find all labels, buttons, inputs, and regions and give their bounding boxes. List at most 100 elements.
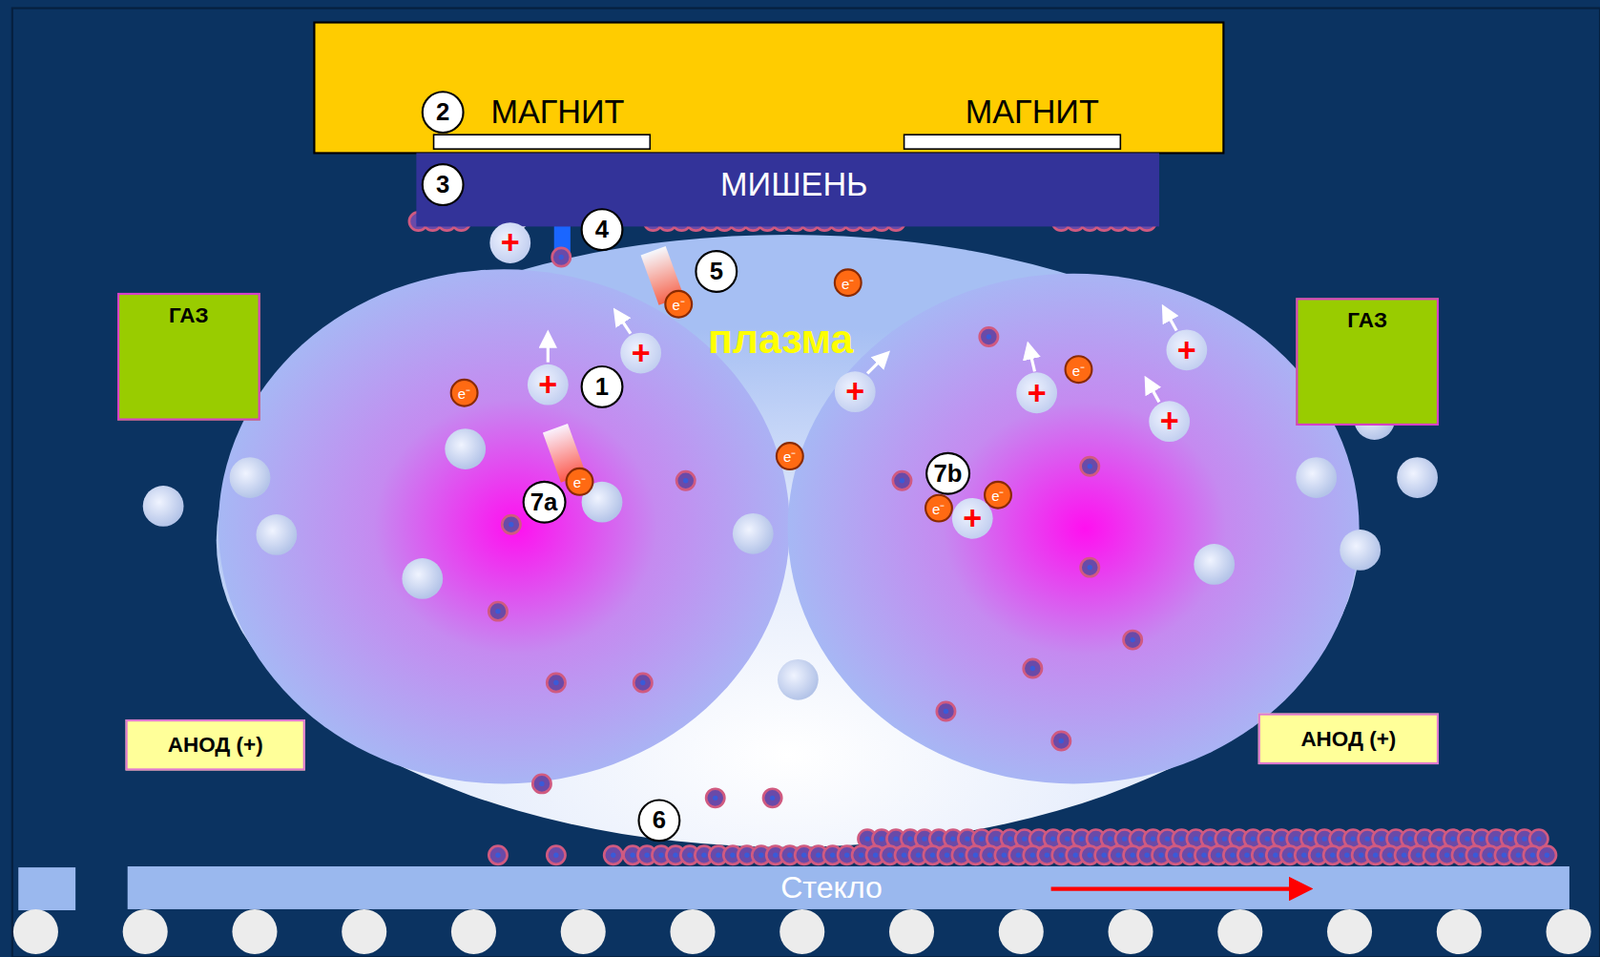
- roller: [889, 909, 935, 955]
- atom-core: [1544, 852, 1550, 858]
- node-text: МАГНИТ: [938, 89, 1126, 135]
- atom-core: [1372, 852, 1378, 858]
- node-text: ГАЗ: [1297, 299, 1436, 333]
- roller: [123, 909, 168, 955]
- roller: [13, 909, 59, 955]
- atom-core: [1458, 852, 1464, 858]
- atom-core: [964, 835, 970, 841]
- atom-core: [1450, 835, 1455, 841]
- atom-core: [1036, 835, 1041, 841]
- atom-core: [978, 835, 984, 841]
- atom-core: [1336, 835, 1342, 841]
- atom-core: [1430, 852, 1435, 858]
- atom: [706, 789, 725, 808]
- atom-core: [1059, 852, 1064, 858]
- atom-core: [1530, 852, 1536, 858]
- gas-inlet: ГАЗ: [117, 292, 261, 421]
- ion: +: [1148, 400, 1190, 442]
- atom: [488, 846, 507, 865]
- atom-core: [495, 852, 500, 858]
- gas-atom: [444, 428, 486, 470]
- atom-core: [1464, 835, 1470, 841]
- atom-core: [769, 795, 775, 801]
- ion: +: [620, 332, 662, 375]
- atom-core: [553, 680, 559, 686]
- atom-core: [1501, 852, 1507, 858]
- atom-core: [950, 835, 956, 841]
- electron: e⁻: [924, 494, 954, 523]
- atom-core: [935, 835, 941, 841]
- atom-core: [787, 852, 792, 858]
- atom-core: [1150, 835, 1156, 841]
- atom-core: [1272, 852, 1278, 858]
- atom-core: [1073, 852, 1079, 858]
- electron: e⁻: [775, 441, 805, 471]
- atom-core: [1087, 463, 1093, 469]
- atom-core: [1129, 852, 1135, 858]
- atom: [936, 702, 956, 721]
- atom-core: [1030, 852, 1036, 858]
- atom-core: [1507, 835, 1513, 841]
- atom: [552, 248, 571, 267]
- atom-core: [993, 835, 998, 841]
- atom-core: [1107, 835, 1113, 841]
- atom-core: [1158, 852, 1164, 858]
- atom-core: [1122, 835, 1127, 841]
- atom-core: [1044, 852, 1050, 858]
- atom-core: [1021, 835, 1027, 841]
- atom-core: [1378, 835, 1384, 841]
- atom-core: [1258, 852, 1264, 858]
- atom-core: [686, 852, 692, 858]
- roller: [669, 909, 715, 955]
- roller: [1107, 909, 1153, 955]
- anode-box: АНОД (+): [1258, 713, 1439, 765]
- atom: [532, 774, 551, 793]
- ion: +: [952, 498, 994, 540]
- atom-core: [1350, 835, 1356, 841]
- atom-core: [944, 852, 950, 858]
- atom-core: [644, 852, 649, 858]
- roller: [561, 909, 606, 955]
- atom-core: [1315, 852, 1321, 858]
- atom-core: [1050, 835, 1056, 841]
- atom-core: [1087, 852, 1093, 858]
- atom-core: [943, 708, 949, 714]
- atom-core: [1093, 835, 1099, 841]
- glass-substrate: Стекло: [127, 866, 1579, 910]
- node-text: МАГНИТ: [464, 89, 652, 135]
- atom-core: [1136, 835, 1142, 841]
- atom-core: [629, 852, 635, 858]
- atom-core: [1164, 835, 1170, 841]
- atom-core: [1322, 835, 1328, 841]
- atom-core: [1516, 852, 1521, 858]
- node-text: Стекло: [780, 866, 1578, 910]
- atom-core: [864, 835, 870, 841]
- atom-core: [539, 781, 544, 787]
- atom-core: [1064, 835, 1070, 841]
- atom: [763, 789, 782, 808]
- callout-number: 2: [421, 90, 465, 134]
- atom-core: [1030, 665, 1036, 671]
- atom-core: [1407, 835, 1413, 841]
- atom: [1537, 846, 1557, 865]
- atom-core: [610, 852, 616, 858]
- atom-core: [729, 852, 735, 858]
- gas-atom: [255, 514, 297, 556]
- callout-number: 6: [637, 798, 681, 842]
- gas-atom: [777, 659, 819, 701]
- atom-core: [1007, 835, 1013, 841]
- atom-core: [907, 835, 913, 841]
- atom-core: [495, 608, 500, 614]
- roller: [341, 909, 387, 955]
- ion: +: [1165, 329, 1207, 371]
- atom: [546, 673, 565, 692]
- callout-number: 5: [694, 249, 738, 293]
- atom-core: [658, 852, 664, 858]
- atom-core: [1201, 852, 1206, 858]
- ion: +: [489, 222, 531, 264]
- atom-core: [1116, 852, 1122, 858]
- atom-core: [1444, 852, 1450, 858]
- atom-core: [744, 852, 749, 858]
- atom-core: [1521, 835, 1527, 841]
- atom-core: [872, 852, 878, 858]
